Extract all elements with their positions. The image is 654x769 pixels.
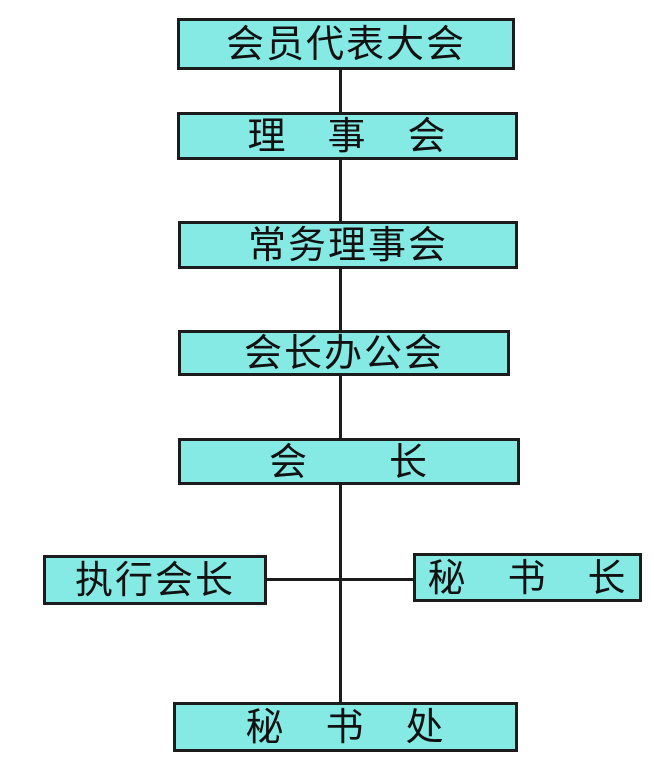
node-president-office-meeting: 会长办公会 [178,330,510,376]
node-secretariat: 秘 书 处 [173,702,518,752]
connector-council-standing [339,160,342,221]
node-executive-president-label: 执行会长 [74,560,235,602]
node-president: 会 长 [178,438,520,485]
node-secretary-general-label: 秘 书 长 [427,557,628,600]
connector-office-president [339,375,342,438]
node-member-congress: 会员代表大会 [177,18,515,70]
node-standing-council: 常务理事会 [178,221,518,269]
node-secretary-general: 秘 书 长 [413,553,642,602]
node-president-office-meeting-label: 会长办公会 [243,333,444,375]
node-member-congress-label: 会员代表大会 [225,24,466,66]
connector-branch-horizontal [267,578,413,581]
connector-president-secretariat [339,485,342,702]
node-council: 理 事 会 [177,112,518,160]
connector-standing-office [339,269,342,330]
connector-congress-council [339,70,342,112]
node-president-label: 会 长 [268,441,429,484]
node-secretariat-label: 秘 书 处 [245,707,446,749]
node-council-label: 理 事 会 [247,116,448,158]
node-executive-president: 执行会长 [43,555,267,605]
node-standing-council-label: 常务理事会 [247,225,448,267]
